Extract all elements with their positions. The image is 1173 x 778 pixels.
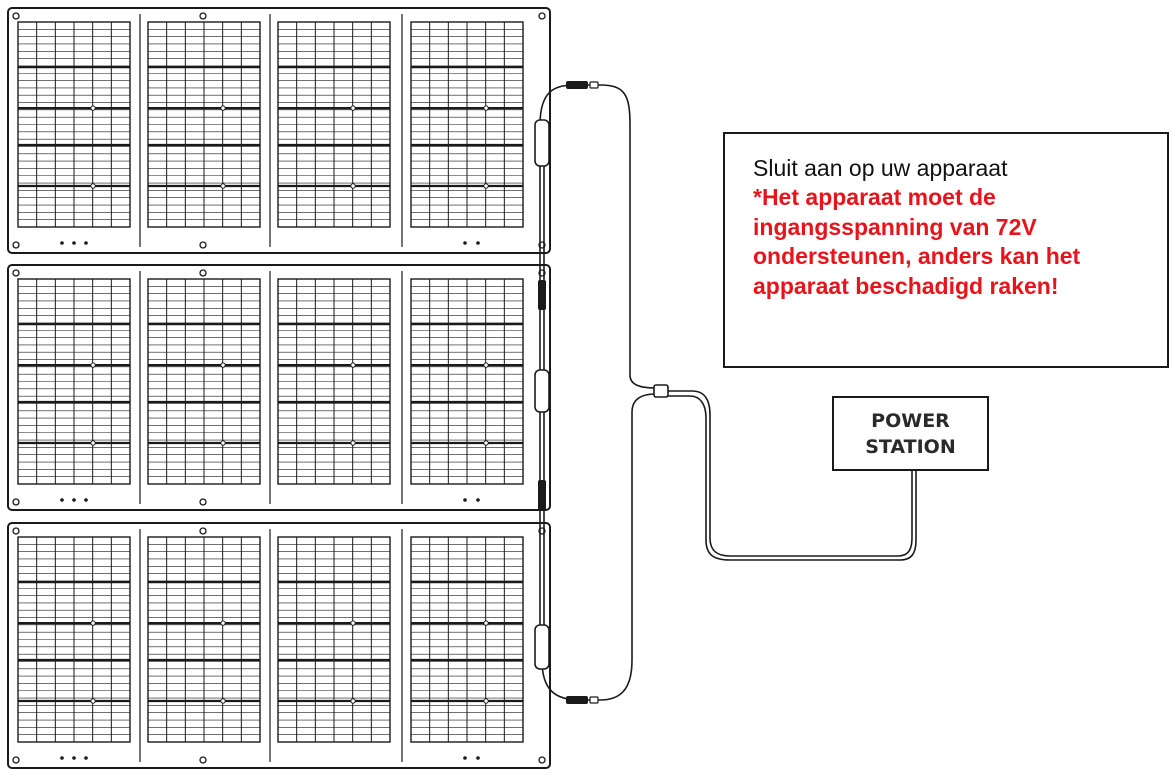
- solar-panel-array: [7, 7, 551, 769]
- panel-row: [7, 264, 551, 511]
- y-branch-connector: [653, 384, 669, 398]
- mounting-hole: [538, 527, 546, 535]
- mounting-hole: [538, 241, 546, 249]
- solar-module: [17, 536, 131, 743]
- mounting-hole: [12, 12, 20, 20]
- junction-dot: [84, 498, 88, 502]
- junction-dot: [60, 756, 64, 760]
- junction-dot: [476, 756, 480, 760]
- solar-module: [147, 536, 261, 743]
- junction-dot: [72, 756, 76, 760]
- inline-connector: [534, 369, 550, 413]
- mounting-hole: [199, 498, 207, 506]
- junction-dot: [463, 498, 467, 502]
- solar-module: [410, 536, 524, 743]
- solar-module: [410, 21, 524, 228]
- solar-module: [17, 278, 131, 485]
- cell-marker: [483, 698, 489, 704]
- cell-marker: [483, 105, 489, 111]
- cell-marker: [350, 440, 356, 446]
- cable-top-loop: [539, 84, 657, 389]
- panel-row: [7, 522, 551, 769]
- power-station-label: POWER STATION: [865, 409, 956, 458]
- cell-marker: [90, 698, 96, 704]
- cell-marker: [90, 105, 96, 111]
- mounting-hole: [12, 498, 20, 506]
- cell-marker: [220, 698, 226, 704]
- mounting-hole: [199, 756, 207, 764]
- cell-marker: [90, 620, 96, 626]
- cell-marker: [483, 183, 489, 189]
- inline-connector: [534, 624, 550, 670]
- solar-module: [277, 536, 391, 743]
- mounting-hole: [538, 12, 546, 20]
- cell-marker: [220, 183, 226, 189]
- wiring-harness: [534, 81, 917, 704]
- panel-plug: [538, 480, 546, 510]
- junction-dot: [84, 241, 88, 245]
- cell-marker: [220, 105, 226, 111]
- cell-marker: [90, 183, 96, 189]
- cell-marker: [483, 620, 489, 626]
- cell-marker: [483, 440, 489, 446]
- instruction-note: Sluit aan op uw apparaat *Het apparaat m…: [723, 132, 1169, 368]
- mc4-plug: [566, 81, 588, 89]
- cell-marker: [220, 440, 226, 446]
- cell-marker: [220, 362, 226, 368]
- cell-marker: [220, 620, 226, 626]
- solar-module: [17, 21, 131, 228]
- junction-dot: [463, 241, 467, 245]
- mc4-socket: [589, 81, 599, 89]
- solar-module: [277, 278, 391, 485]
- output-cable: [668, 390, 913, 557]
- power-station-box: POWER STATION: [832, 396, 989, 471]
- cell-marker: [90, 362, 96, 368]
- junction-dot: [72, 241, 76, 245]
- cell-marker: [350, 698, 356, 704]
- cell-marker: [350, 183, 356, 189]
- junction-dot: [72, 498, 76, 502]
- cell-marker: [350, 620, 356, 626]
- mounting-hole: [538, 269, 546, 277]
- cable-bottom-loop: [541, 393, 657, 701]
- mounting-hole: [199, 527, 207, 535]
- mounting-hole: [199, 241, 207, 249]
- mounting-hole: [12, 527, 20, 535]
- junction-dot: [476, 498, 480, 502]
- panel-plug: [538, 280, 546, 310]
- cell-marker: [350, 105, 356, 111]
- mounting-hole: [12, 269, 20, 277]
- mounting-hole: [12, 241, 20, 249]
- junction-dot: [476, 241, 480, 245]
- solar-module: [277, 21, 391, 228]
- output-cable-inner: [668, 395, 917, 561]
- inline-connector: [534, 119, 550, 167]
- junction-dot: [60, 498, 64, 502]
- cell-marker: [483, 362, 489, 368]
- solar-module: [410, 278, 524, 485]
- solar-module: [147, 21, 261, 228]
- mounting-hole: [199, 269, 207, 277]
- mounting-hole: [199, 12, 207, 20]
- solar-module: [147, 278, 261, 485]
- cell-marker: [350, 362, 356, 368]
- panel-row: [7, 7, 551, 254]
- cell-marker: [90, 440, 96, 446]
- junction-dot: [463, 756, 467, 760]
- instruction-text: Sluit aan op uw apparaat: [753, 155, 1008, 181]
- mounting-hole: [538, 756, 546, 764]
- junction-dot: [84, 756, 88, 760]
- voltage-warning: *Het apparaat moet de ingangsspanning va…: [753, 184, 1081, 299]
- mc4-socket: [589, 696, 599, 704]
- junction-dot: [60, 241, 64, 245]
- mounting-hole: [12, 756, 20, 764]
- mc4-plug: [566, 696, 588, 704]
